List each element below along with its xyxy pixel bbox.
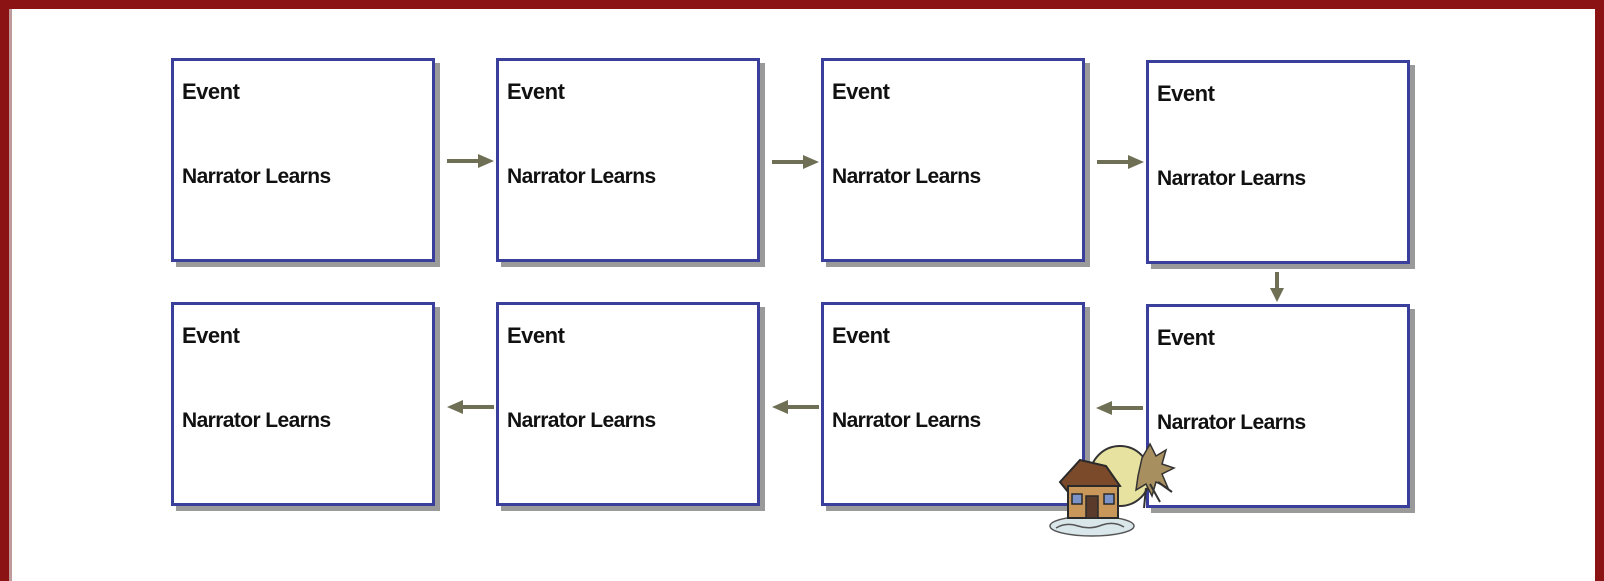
event-label: Event bbox=[832, 79, 890, 104]
arrow-down bbox=[1270, 272, 1284, 302]
arrow-right-2 bbox=[772, 155, 819, 169]
event-label: Event bbox=[1157, 81, 1215, 106]
arrow-right-1 bbox=[447, 154, 494, 168]
event-box-6: Event Narrator Learns bbox=[821, 302, 1085, 506]
arrow-right-3 bbox=[1097, 155, 1144, 169]
event-box-4: Event Narrator Learns bbox=[1146, 60, 1410, 264]
narrator-learns-label: Narrator Learns bbox=[832, 409, 981, 432]
arrow-left-3 bbox=[447, 400, 494, 414]
narrator-learns-label: Narrator Learns bbox=[507, 165, 656, 188]
event-box-3: Event Narrator Learns bbox=[821, 58, 1085, 262]
event-label: Event bbox=[507, 79, 565, 104]
narrator-learns-label: Narrator Learns bbox=[1157, 167, 1306, 190]
narrator-learns-label: Narrator Learns bbox=[182, 165, 331, 188]
event-box-1: Event Narrator Learns bbox=[171, 58, 435, 262]
house-moon-clipart-icon bbox=[1049, 442, 1176, 537]
frame-inner-line bbox=[9, 9, 12, 581]
event-label: Event bbox=[182, 323, 240, 348]
narrator-learns-label: Narrator Learns bbox=[832, 165, 981, 188]
arrow-left-1 bbox=[1096, 401, 1143, 415]
event-label: Event bbox=[832, 323, 890, 348]
event-box-8: Event Narrator Learns bbox=[171, 302, 435, 506]
event-label: Event bbox=[507, 323, 565, 348]
event-box-5: Event Narrator Learns bbox=[1146, 304, 1410, 508]
event-label: Event bbox=[1157, 325, 1215, 350]
event-label: Event bbox=[182, 79, 240, 104]
event-box-7: Event Narrator Learns bbox=[496, 302, 760, 506]
narrator-learns-label: Narrator Learns bbox=[1157, 411, 1306, 434]
event-box-2: Event Narrator Learns bbox=[496, 58, 760, 262]
narrator-learns-label: Narrator Learns bbox=[507, 409, 656, 432]
arrow-left-2 bbox=[772, 400, 819, 414]
narrator-learns-label: Narrator Learns bbox=[182, 409, 331, 432]
